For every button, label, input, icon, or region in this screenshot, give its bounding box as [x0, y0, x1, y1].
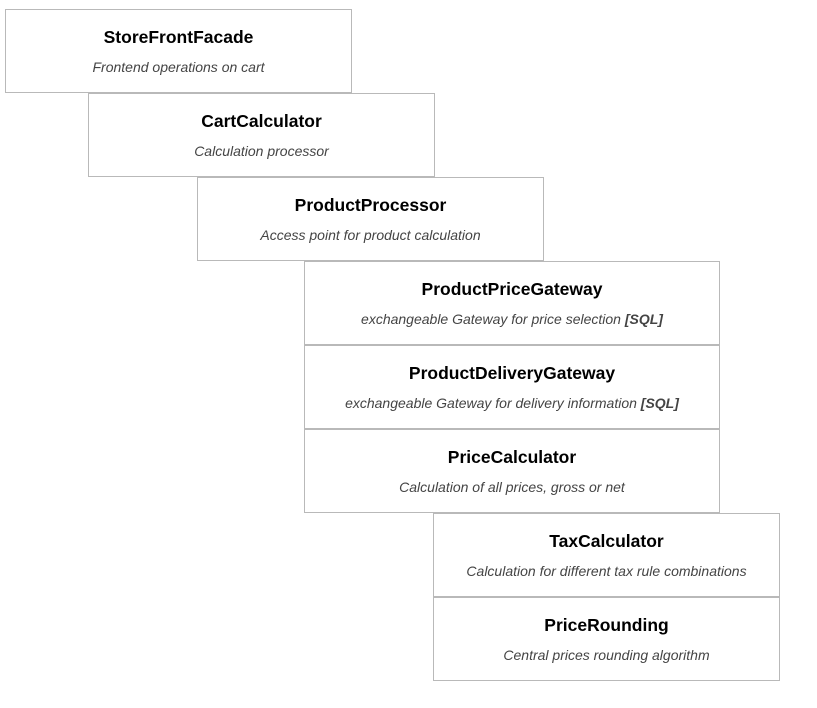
description-text: Frontend operations on cart — [92, 59, 265, 75]
component-description: Calculation for different tax rule combi… — [434, 562, 779, 580]
component-price-rounding: PriceRounding Central prices rounding al… — [433, 597, 780, 681]
description-text: exchangeable Gateway for delivery inform… — [345, 395, 637, 411]
component-description: Central prices rounding algorithm — [434, 646, 779, 664]
component-product-processor: ProductProcessor Access point for produc… — [197, 177, 544, 261]
component-description: exchangeable Gateway for delivery inform… — [305, 394, 719, 412]
description-text: Calculation processor — [194, 143, 329, 159]
component-title: CartCalculator — [201, 111, 322, 131]
component-cart-calculator: CartCalculator Calculation processor — [88, 93, 435, 177]
technology-tag: [SQL] — [624, 311, 663, 327]
component-store-front-facade: StoreFrontFacade Frontend operations on … — [5, 9, 352, 93]
component-title: StoreFrontFacade — [103, 27, 254, 47]
component-title: ProductDeliveryGateway — [408, 363, 616, 383]
component-title: ProductProcessor — [294, 195, 447, 215]
component-product-price-gateway: ProductPriceGateway exchangeable Gateway… — [304, 261, 720, 345]
component-tax-calculator: TaxCalculator Calculation for different … — [433, 513, 780, 597]
description-text: Calculation of all prices, gross or net — [399, 479, 625, 495]
description-text: Calculation for different tax rule combi… — [466, 563, 747, 579]
component-price-calculator: PriceCalculator Calculation of all price… — [304, 429, 720, 513]
component-title: ProductPriceGateway — [421, 279, 603, 299]
component-description: Access point for product calculation — [198, 226, 543, 244]
component-description: exchangeable Gateway for price selection… — [305, 310, 719, 328]
component-description: Frontend operations on cart — [6, 58, 351, 76]
description-text: Central prices rounding algorithm — [503, 647, 710, 663]
component-title: TaxCalculator — [549, 531, 664, 551]
component-title: PriceCalculator — [447, 447, 577, 467]
description-text: exchangeable Gateway for price selection — [361, 311, 621, 327]
component-product-delivery-gateway: ProductDeliveryGateway exchangeable Gate… — [304, 345, 720, 429]
component-description: Calculation processor — [89, 142, 434, 160]
description-text: Access point for product calculation — [260, 227, 481, 243]
component-title: PriceRounding — [544, 615, 669, 635]
technology-tag: [SQL] — [640, 395, 679, 411]
component-description: Calculation of all prices, gross or net — [305, 478, 719, 496]
